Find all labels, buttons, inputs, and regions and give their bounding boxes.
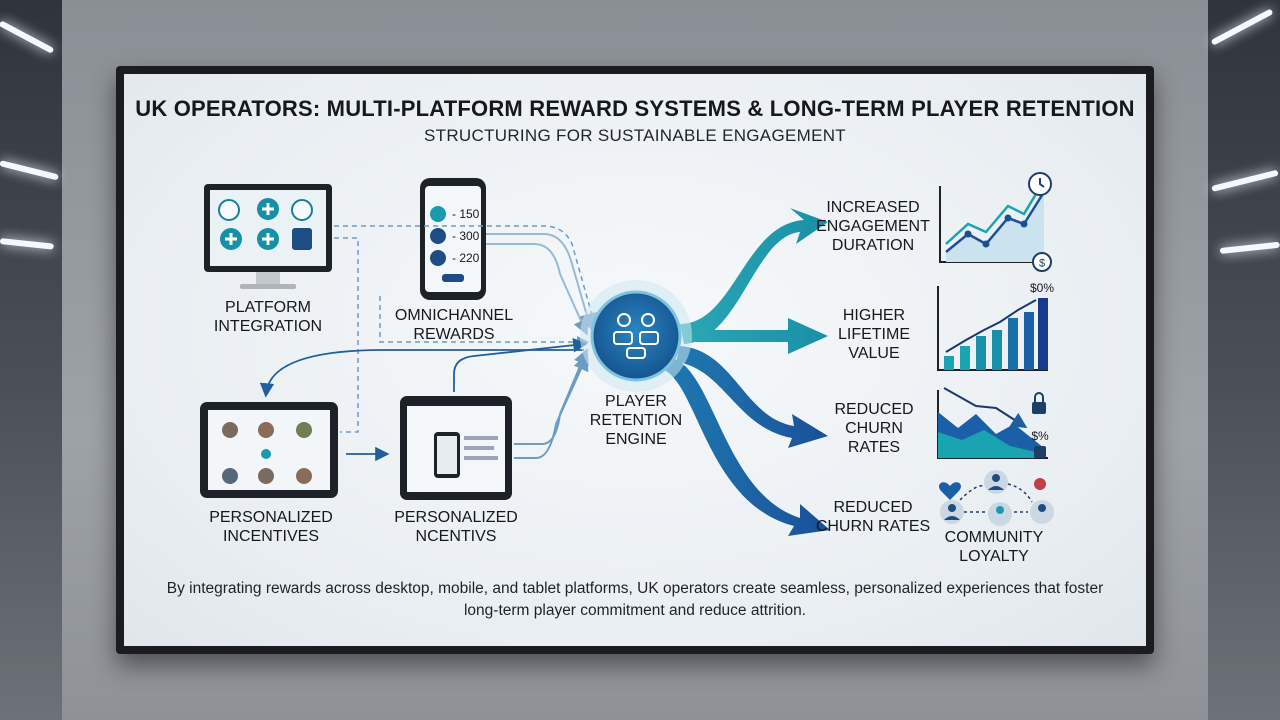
phone-value-2: - 300 — [452, 229, 480, 243]
connector-line — [453, 338, 588, 392]
increased-engagement-label: INCREASED ENGAGEMENT DURATION — [816, 199, 930, 254]
churn-percent-label: $% — [1031, 429, 1049, 443]
desktop-monitor-icon — [204, 184, 332, 289]
lifetime-percent-label: $0% — [1030, 281, 1054, 295]
connector-line — [514, 354, 589, 459]
reduced-churn-rates-label: REDUCED CHURN RATES — [834, 401, 914, 456]
flow-diagram: - 150 - 300 - 220 — [200, 172, 1054, 536]
connector-line — [486, 243, 589, 336]
community-network-icon — [939, 470, 1054, 526]
tablet-icon — [400, 396, 512, 500]
connector-line — [486, 233, 595, 330]
platform-integration-label: PLATFORM INTEGRATION — [213, 299, 323, 335]
output-arrow — [684, 318, 828, 354]
connector-line — [379, 296, 589, 348]
phone-value-3: - 220 — [452, 251, 480, 265]
output-arrow — [676, 346, 828, 448]
svg-text:$: $ — [1039, 258, 1045, 270]
slide-subtitle: STRUCTURING FOR SUSTAINABLE ENGAGEMENT — [424, 126, 846, 145]
smartphone-icon — [420, 178, 486, 300]
omnichannel-rewards-label: OMNICHANNEL REWARDS — [394, 307, 514, 343]
people-network-icon — [613, 313, 659, 359]
tablet-icon — [200, 402, 338, 498]
slide-footer-text: By integrating rewards across desktop, m… — [166, 580, 1104, 619]
engagement-line-chart: $ — [939, 172, 1052, 272]
slide-title: UK OPERATORS: MULTI-PLATFORM REWARD SYST… — [135, 96, 1135, 121]
connector-line — [334, 225, 598, 325]
personalized-incentives-label: PERSONALIZED INCENTIVES — [209, 509, 333, 545]
retention-engine-icon — [590, 290, 682, 382]
lifetime-bar-chart — [937, 286, 1048, 371]
player-retention-engine-label: PLAYER RETENTION ENGINE — [589, 393, 683, 448]
output-arrow — [680, 208, 828, 344]
output-arrow — [664, 358, 830, 536]
connector-line — [334, 237, 359, 433]
display-screen: UK OPERATORS: MULTI-PLATFORM REWARD SYST… — [124, 74, 1146, 646]
connector-line — [259, 349, 584, 398]
churn-area-chart — [937, 387, 1048, 459]
community-loyalty-label: COMMUNITY LOYALTY — [944, 529, 1044, 565]
reduced-churn-rates-label-2: REDUCED CHURN RATES — [815, 499, 931, 535]
phone-value-1: - 150 — [452, 207, 480, 221]
personalized-incentives-label-2: PERSONALIZED NCENTIVS — [394, 509, 518, 545]
higher-lifetime-value-label: HIGHER LIFETIME VALUE — [837, 307, 910, 362]
